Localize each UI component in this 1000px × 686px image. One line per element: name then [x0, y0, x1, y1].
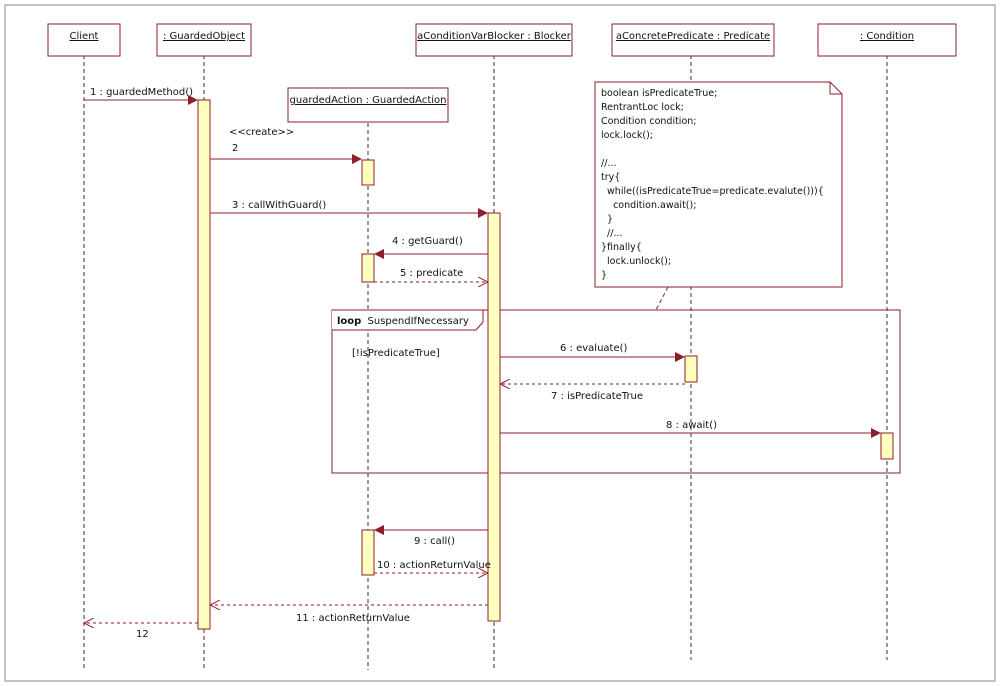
msg-1-label: 1 : guardedMethod() [90, 87, 193, 98]
note-line-2: RentrantLoc lock; [601, 102, 684, 113]
participant-box-guarded-object [156, 23, 252, 57]
participant-condition: : Condition [860, 31, 914, 42]
participant-client: Client [70, 31, 99, 42]
participant-box-condition [817, 23, 957, 57]
activation-blocker [487, 212, 501, 622]
activation-guarded-action-create [361, 159, 375, 186]
note-line-13: lock.unlock(); [601, 256, 671, 267]
participant-blocker: aConditionVarBlocker : Blocker [417, 31, 572, 42]
loop-name: SuspendIfNecessary [368, 316, 469, 327]
activation-guarded-action-getguard [361, 253, 375, 283]
note-dog-ear [829, 82, 842, 95]
msg-11-label: 11 : actionReturnValue [296, 613, 410, 624]
msg-12-label: 12 [136, 629, 149, 640]
note-line-11: //... [601, 228, 623, 239]
msg-6-label: 6 : evaluate() [560, 343, 628, 354]
code-note [594, 81, 843, 288]
loop-fragment [331, 309, 901, 474]
note-line-10: } [601, 214, 613, 225]
loop-label: loop SuspendIfNecessary [337, 316, 469, 327]
msg-7-label: 7 : isPredicateTrue [551, 391, 643, 402]
note-line-6: //... [601, 158, 616, 169]
loop-keyword: loop [337, 316, 361, 327]
note-line-7: try{ [601, 172, 620, 183]
message-lines [84, 95, 881, 623]
msg-2-label: 2 [232, 143, 238, 154]
activation-condition [880, 432, 894, 460]
outer-border [4, 4, 996, 682]
participant-guarded-object: : GuardedObject [163, 31, 245, 42]
note-line-8: while((isPredicateTrue=predicate.evalute… [601, 186, 824, 197]
msg-2-stereotype: <<create>> [229, 127, 294, 138]
activation-guarded-object [197, 99, 211, 630]
participant-box-client [47, 23, 121, 57]
note-line-14: } [601, 270, 607, 281]
note-line-12: }finally{ [601, 242, 642, 253]
loop-guard: [!isPredicateTrue] [352, 348, 440, 359]
msg-3-label: 3 : callWithGuard() [232, 200, 326, 211]
activation-predicate [684, 355, 698, 383]
note-text: boolean isPredicateTrue; RentrantLoc loc… [601, 88, 824, 281]
note-line-3: Condition condition; [601, 116, 696, 127]
note-line-1: boolean isPredicateTrue; [601, 88, 717, 99]
note-anchor [655, 286, 669, 311]
participant-box-blocker [415, 23, 573, 57]
msg-8-label: 8 : await() [666, 420, 717, 431]
loop-label-tab [332, 309, 484, 331]
participant-box-predicate [611, 23, 775, 57]
participant-predicate: aConcretePredicate : Predicate [616, 31, 770, 42]
activations [197, 99, 894, 630]
msg-5-label: 5 : predicate [400, 268, 463, 279]
participant-box-guarded-action [287, 87, 449, 123]
msg-9-label: 9 : call() [414, 536, 455, 547]
msg-4-label: 4 : getGuard() [392, 236, 463, 247]
note-line-4: lock.lock(); [601, 130, 653, 141]
participant-guarded-action: guardedAction : GuardedAction [290, 95, 447, 106]
msg-10-label: 10 : actionReturnValue [377, 560, 491, 571]
activation-guarded-action-call [361, 529, 375, 576]
note-line-9: condition.await(); [601, 200, 696, 211]
